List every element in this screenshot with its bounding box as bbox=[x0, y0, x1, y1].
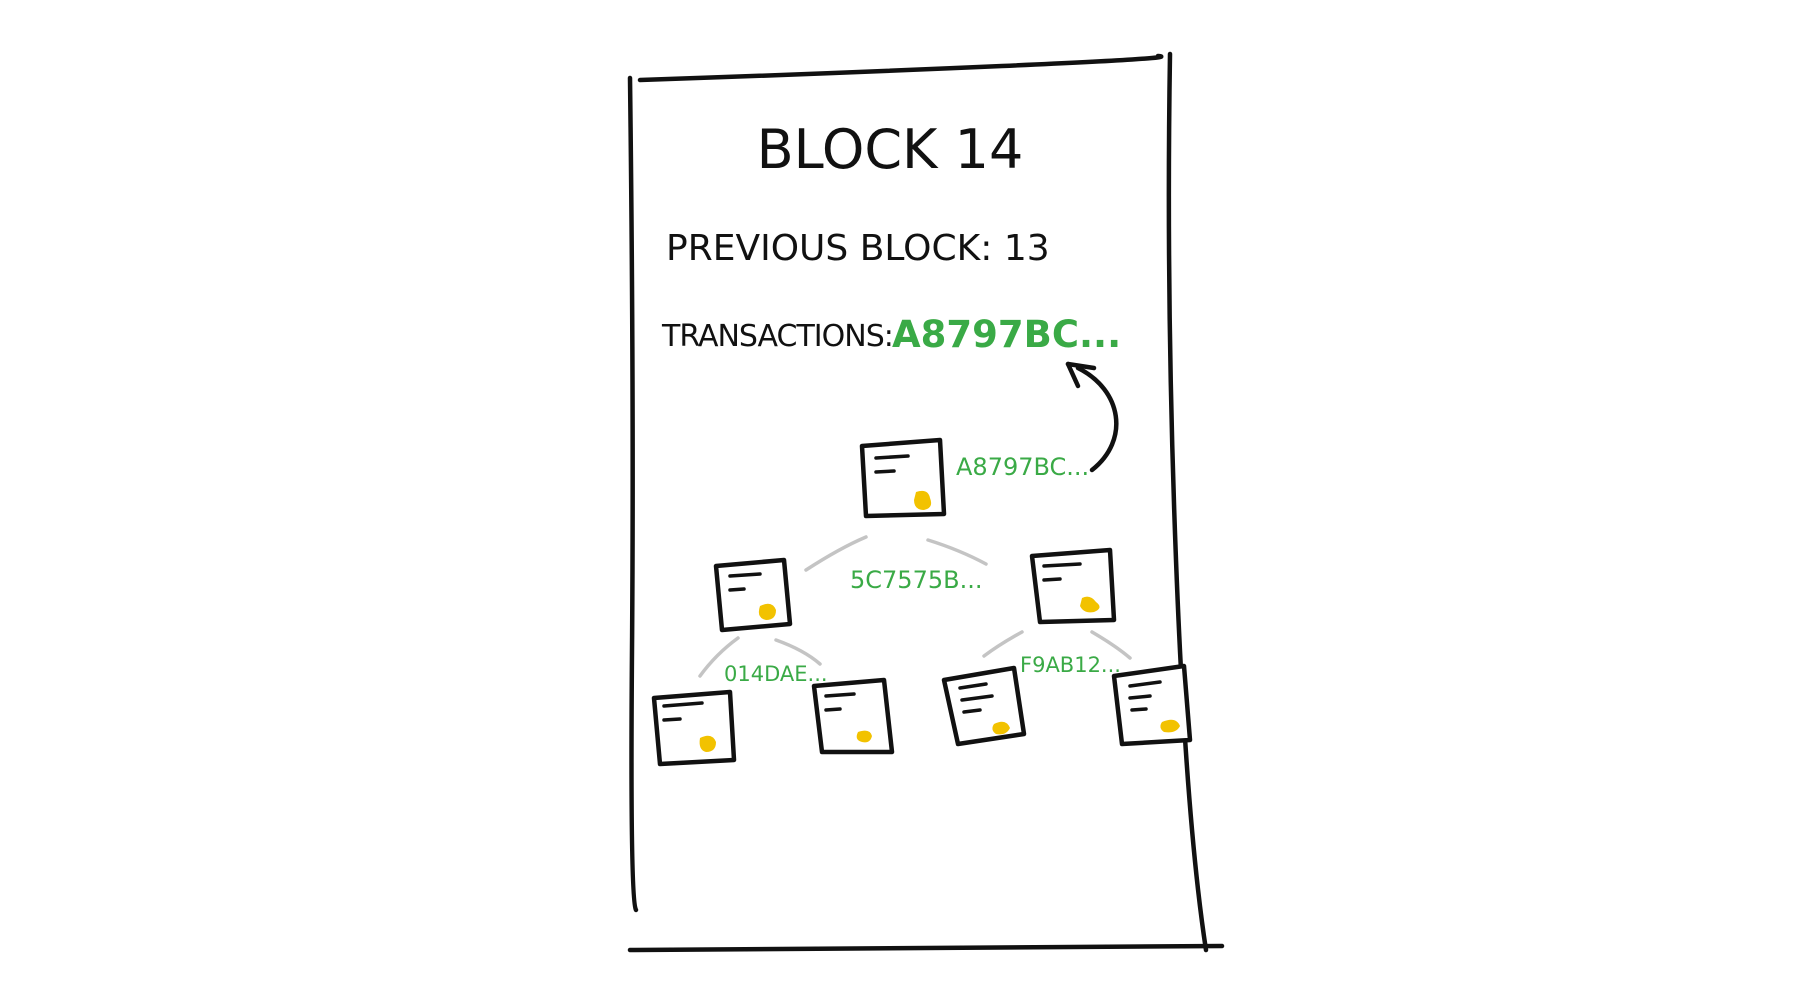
previous-block-label: PREVIOUS BLOCK: 13 bbox=[666, 228, 1050, 269]
transactions-label: TRANSACTIONS: bbox=[661, 319, 893, 354]
mid-right-document-icon bbox=[1029, 547, 1117, 625]
tree-branches bbox=[698, 535, 1132, 678]
right-pair-hash: F9AB12... bbox=[1020, 653, 1121, 677]
root-document-icon bbox=[859, 437, 947, 519]
leaf-document-2-icon bbox=[811, 677, 895, 755]
root-hash: A8797BC... bbox=[956, 453, 1089, 481]
arrow-icon bbox=[1065, 361, 1119, 473]
block-title: BLOCK 14 bbox=[757, 118, 1024, 181]
leaf-document-4-icon bbox=[1111, 663, 1193, 747]
leaf-document-3-icon bbox=[941, 665, 1027, 747]
transactions-hash: A8797BC... bbox=[892, 313, 1121, 356]
leaf-document-1-icon bbox=[651, 689, 737, 767]
block-frame bbox=[627, 51, 1225, 953]
left-pair-hash: 014DAE... bbox=[724, 662, 828, 686]
mid-left-document-icon bbox=[713, 557, 793, 633]
level1-hash: 5C7575B... bbox=[850, 566, 982, 594]
